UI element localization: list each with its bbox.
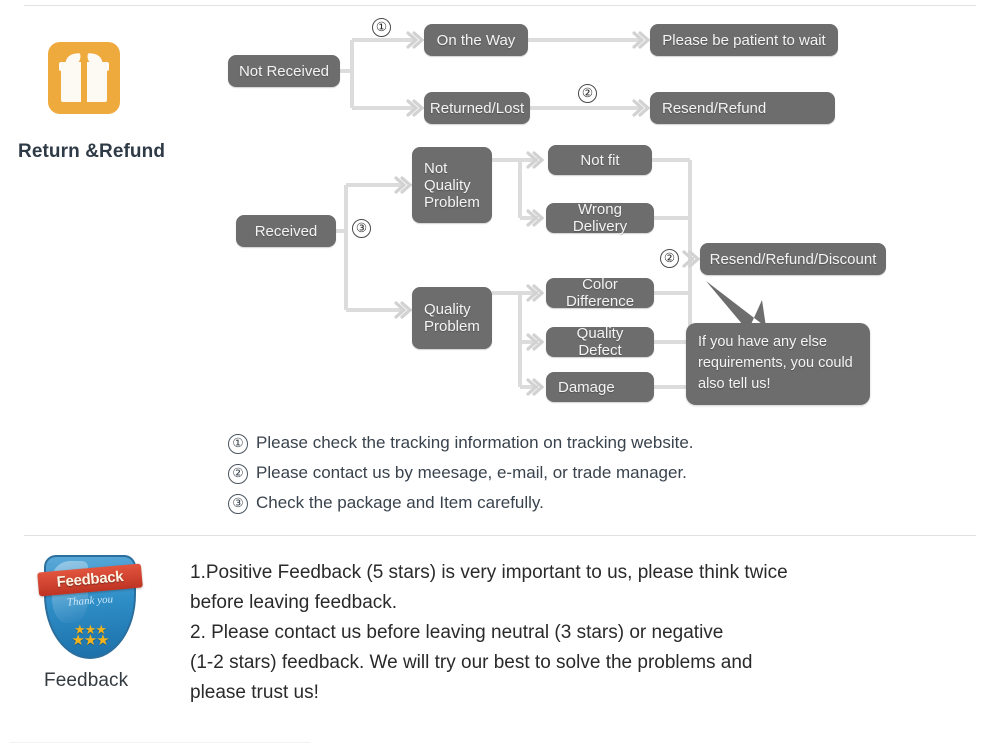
marker-1-icon: ① [372, 18, 391, 37]
gift-icon [48, 42, 120, 114]
note-number-1: ① [228, 434, 248, 454]
node-not-quality-problem[interactable]: Not Quality Problem [412, 147, 492, 223]
note-text-3: Check the package and Item carefully. [256, 493, 544, 512]
node-not-received[interactable]: Not Received [228, 55, 340, 87]
node-quality-problem[interactable]: Quality Problem [412, 287, 492, 349]
callout-tail [706, 281, 766, 331]
return-refund-title: Return &Refund [18, 141, 166, 162]
note-item-2: ② Please contact us by meesage, e-mail, … [228, 462, 694, 484]
marker-2b-icon: ② [660, 249, 679, 268]
node-quality-defect[interactable]: Quality Defect [546, 325, 654, 359]
note-text-1: Please check the tracking information on… [256, 433, 694, 452]
note-number-2: ② [228, 464, 248, 484]
marker-3-icon: ③ [352, 219, 371, 238]
node-color-difference[interactable]: Color Difference [546, 276, 654, 310]
note-item-1: ① Please check the tracking information … [228, 432, 694, 454]
node-wrong-delivery[interactable]: Wrong Delivery [546, 201, 654, 235]
divider-top [24, 5, 976, 6]
node-resend-refund-discount[interactable]: Resend/Refund/Discount [700, 243, 886, 275]
flow-connectors [336, 31, 766, 396]
extra-requirements-callout: If you have any else requirements, you c… [686, 323, 870, 405]
marker-2a-icon: ② [578, 84, 597, 103]
node-not-fit[interactable]: Not fit [548, 145, 652, 175]
shield-stars-row-1: ★★★ [74, 622, 107, 637]
node-resend-refund[interactable]: Resend/Refund [650, 92, 835, 124]
feedback-shield-icon: Thank you ★★★ ★★★ Feedback [37, 551, 143, 663]
divider-middle [24, 535, 976, 536]
return-flow-chart: Not Received On the Way Returned/Lost Pl… [228, 18, 886, 405]
feedback-title: Feedback [44, 670, 129, 691]
feedback-policy-text: 1.Positive Feedback (5 stars) is very im… [190, 562, 788, 703]
note-text-2: Please contact us by meesage, e-mail, or… [256, 463, 687, 482]
gift-ribbon-shape [81, 62, 87, 102]
node-on-the-way[interactable]: On the Way [424, 24, 528, 56]
divider-bottom [10, 742, 310, 743]
note-item-3: ③ Check the package and Item carefully. [228, 492, 694, 514]
node-received[interactable]: Received [236, 215, 336, 247]
node-returned-lost[interactable]: Returned/Lost [424, 92, 530, 124]
shield-stars-row-2: ★★★ [71, 632, 109, 649]
notes-list: ① Please check the tracking information … [228, 432, 694, 522]
shield-stars: ★★★ ★★★ [38, 622, 142, 649]
node-please-be-patient[interactable]: Please be patient to wait [650, 24, 838, 56]
node-damage[interactable]: Damage [546, 372, 654, 402]
note-number-3: ③ [228, 494, 248, 514]
